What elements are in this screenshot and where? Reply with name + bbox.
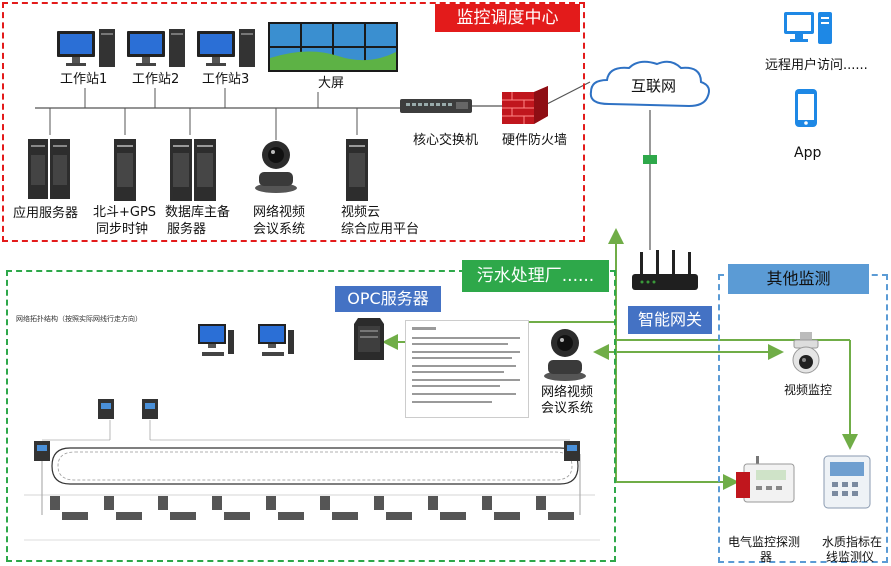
core-switch-icon — [400, 96, 472, 116]
video-wall-label: 大屏 — [318, 76, 345, 91]
water-quality-label-2: 线监测仪 — [826, 550, 875, 564]
topology-ring-switch-right-icon — [562, 440, 582, 462]
workstation-1-label: 工作站1 — [60, 72, 108, 87]
electrical-monitor-label-1: 电气监控探测 — [728, 535, 801, 549]
video-wall-icon — [268, 22, 398, 72]
smart-gateway-router-icon — [630, 250, 700, 294]
electrical-monitor-label-2: 器 — [760, 550, 773, 564]
workstation-2-label: 工作站2 — [132, 72, 180, 87]
water-quality-label-1: 水质指标在 — [822, 535, 883, 549]
sewage-conference-camera-icon — [542, 326, 588, 382]
app-server-icon — [26, 135, 72, 201]
topology-pc-1-icon — [196, 322, 236, 358]
video-cloud-label-2: 综合应用平台 — [341, 222, 420, 237]
firewall-icon — [502, 86, 548, 124]
app-label: App — [794, 145, 822, 161]
water-quality-monitor-icon — [822, 454, 872, 510]
sewage-plant-title: 污水处理厂...... — [462, 260, 609, 292]
workstation-3-icon — [195, 27, 259, 71]
topology-switch-b-icon — [140, 398, 160, 420]
topology-pc-2-icon — [256, 322, 296, 358]
database-server-label-2: 服务器 — [167, 222, 207, 237]
topology-title: 网络拓扑结构（按照实际网线行走方向） — [16, 315, 142, 323]
video-cloud-server-icon — [342, 137, 372, 203]
topology-ring-switch-left-icon — [32, 440, 52, 462]
dome-camera-icon — [788, 332, 824, 376]
conference-system-label-1: 网络视频 — [253, 205, 306, 220]
control-center-zone — [2, 2, 585, 242]
workstation-2-icon — [125, 27, 189, 71]
video-cloud-label-1: 视频云 — [341, 205, 381, 220]
electrical-monitor-icon — [734, 456, 798, 504]
firewall-label: 硬件防火墙 — [502, 133, 568, 148]
database-server-icon — [168, 137, 218, 203]
gps-clock-icon — [110, 137, 140, 203]
control-center-title: 监控调度中心 — [435, 4, 580, 32]
other-monitoring-zone — [718, 274, 888, 563]
core-switch-label: 核心交换机 — [413, 133, 479, 148]
remote-access-label: 远程用户访问...... — [765, 58, 868, 73]
sewage-conference-label-1: 网络视频 — [541, 385, 594, 400]
internet-label: 互联网 — [631, 77, 677, 95]
gps-clock-label-2: 同步时钟 — [96, 222, 149, 237]
other-monitoring-title: 其他监测 — [728, 264, 869, 294]
sewage-plant-zone — [6, 270, 616, 562]
opc-server-title: OPC服务器 — [335, 286, 441, 312]
smart-gateway-label: 智能网关 — [628, 306, 712, 334]
conference-camera-icon — [253, 138, 299, 194]
desktop-computer-icon — [782, 10, 834, 46]
workstation-3-label: 工作站3 — [202, 72, 250, 87]
workstation-1-icon — [55, 27, 119, 71]
internet-cloud-icon — [585, 58, 715, 116]
opc-document-thumbnail — [405, 320, 529, 418]
topology-switch-a-icon — [96, 398, 116, 420]
video-monitor-label: 视频监控 — [784, 383, 833, 397]
opc-server-icon — [352, 316, 386, 362]
database-server-label-1: 数据库主备 — [165, 205, 231, 220]
gps-clock-label-1: 北斗+GPS — [93, 205, 157, 220]
app-server-label: 应用服务器 — [13, 206, 79, 221]
mobile-phone-icon — [794, 88, 818, 128]
topology-field-nodes — [40, 494, 600, 526]
conference-system-label-2: 会议系统 — [253, 222, 306, 237]
sewage-conference-label-2: 会议系统 — [541, 401, 594, 416]
